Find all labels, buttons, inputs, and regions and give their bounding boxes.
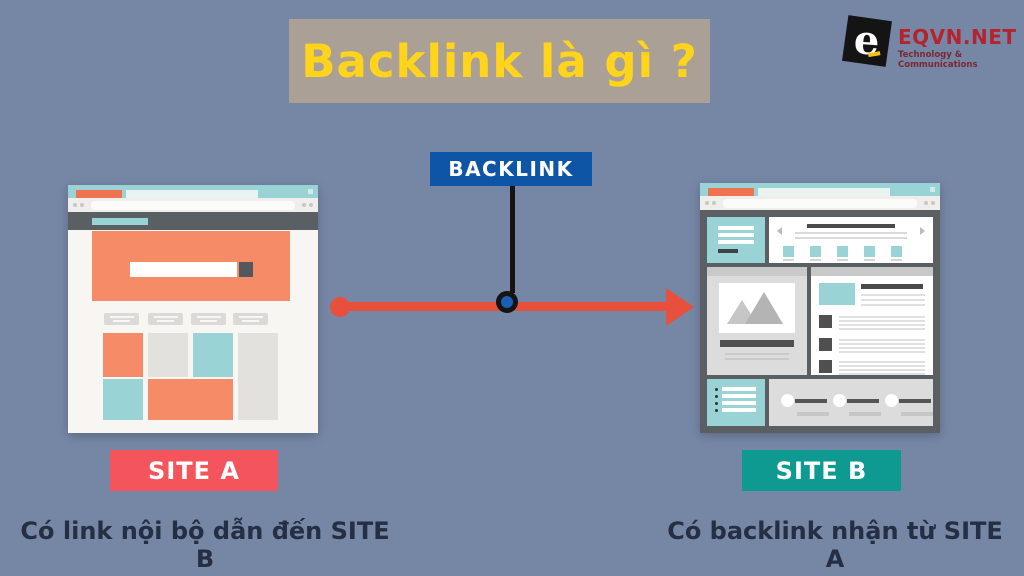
chevron-right-icon xyxy=(920,227,925,235)
mountain-icon xyxy=(745,292,783,324)
arrow-head-icon xyxy=(666,288,694,326)
article-thumbnail xyxy=(819,283,855,305)
button-pill xyxy=(104,313,139,325)
url-field xyxy=(91,200,295,210)
page-footer-row xyxy=(707,379,933,426)
site-navbar xyxy=(68,212,318,230)
list-item xyxy=(819,338,929,352)
site-a-badge-text: SITE A xyxy=(148,456,240,485)
logo-tagline: Technology & Communications xyxy=(898,50,978,70)
footer-item xyxy=(833,394,881,418)
footer-content xyxy=(769,379,933,426)
title-banner: Backlink là gì ? xyxy=(289,19,710,103)
browser-tab-active xyxy=(76,190,122,198)
chevron-left-icon xyxy=(777,227,782,235)
content-tile-gray xyxy=(148,333,188,377)
site-a-mockup xyxy=(68,185,318,433)
list-item xyxy=(819,315,929,329)
article-panel xyxy=(707,267,807,375)
browser-tab-active xyxy=(708,188,754,196)
url-field xyxy=(723,198,917,208)
panel-header-bar xyxy=(707,267,807,276)
text-lines xyxy=(725,353,789,355)
site-a-badge: SITE A xyxy=(110,450,278,491)
button-pill xyxy=(233,313,268,325)
search-button xyxy=(239,262,253,277)
content-tile-gray-tall xyxy=(238,333,278,420)
browser-addressbar xyxy=(700,196,940,210)
content-tile-orange-wide xyxy=(148,379,233,420)
hero-banner xyxy=(92,231,290,301)
new-tab-icon xyxy=(930,187,935,192)
browser-titlebar xyxy=(700,183,940,196)
forward-icon xyxy=(80,203,84,207)
eqvn-logo: e EQVN.NET Technology & Communications xyxy=(842,15,1024,70)
site-a-caption: Có link nội bộ dẫn đến SITE B xyxy=(20,517,390,573)
logo-name: EQVN.NET xyxy=(898,25,1017,49)
page-header-row xyxy=(707,217,933,263)
site-b-badge: SITE B xyxy=(742,450,901,491)
page-middle-row xyxy=(707,267,933,375)
page-frame xyxy=(700,210,940,433)
settings-icon xyxy=(931,201,935,205)
browser-titlebar xyxy=(68,185,318,198)
button-pill xyxy=(191,313,226,325)
backlink-label-text: BACKLINK xyxy=(448,157,574,181)
site-logo-box xyxy=(707,217,765,263)
menu-icon xyxy=(924,201,928,205)
eqvn-logo-icon: e xyxy=(842,15,892,67)
feature-icons-row xyxy=(783,246,794,261)
page-title: Backlink là gì ? xyxy=(301,34,698,88)
search-input xyxy=(130,262,237,277)
browser-tab xyxy=(758,188,890,196)
new-tab-icon xyxy=(308,189,313,194)
content-tile-teal xyxy=(193,333,233,377)
back-icon xyxy=(705,201,709,205)
site-b-caption: Có backlink nhận từ SITE A xyxy=(667,517,1003,573)
browser-addressbar xyxy=(68,198,318,212)
backlink-label: BACKLINK xyxy=(430,152,592,186)
site-b-mockup xyxy=(700,183,940,433)
content-tile-orange xyxy=(103,333,143,377)
back-icon xyxy=(73,203,77,207)
footer-item xyxy=(885,394,933,418)
list-item xyxy=(819,360,929,374)
connector-line xyxy=(510,186,515,293)
logo-text-block: EQVN.NET Technology & Communications xyxy=(898,18,1024,70)
settings-icon xyxy=(309,203,313,207)
site-b-badge-text: SITE B xyxy=(775,456,868,485)
content-tile-teal xyxy=(103,379,143,420)
menu-icon xyxy=(302,203,306,207)
image-placeholder xyxy=(719,283,795,333)
backlink-node-circle xyxy=(496,291,518,313)
nav-menu-item xyxy=(92,218,148,225)
forward-icon xyxy=(712,201,716,205)
button-pill xyxy=(148,313,183,325)
header-content xyxy=(769,217,933,263)
image-caption-bar xyxy=(720,340,794,347)
browser-tab xyxy=(126,190,258,198)
footer-item xyxy=(781,394,829,418)
panel-header-bar xyxy=(811,267,933,276)
list-panel xyxy=(811,267,933,375)
footer-links-box xyxy=(707,379,765,426)
search-bar xyxy=(130,262,253,277)
